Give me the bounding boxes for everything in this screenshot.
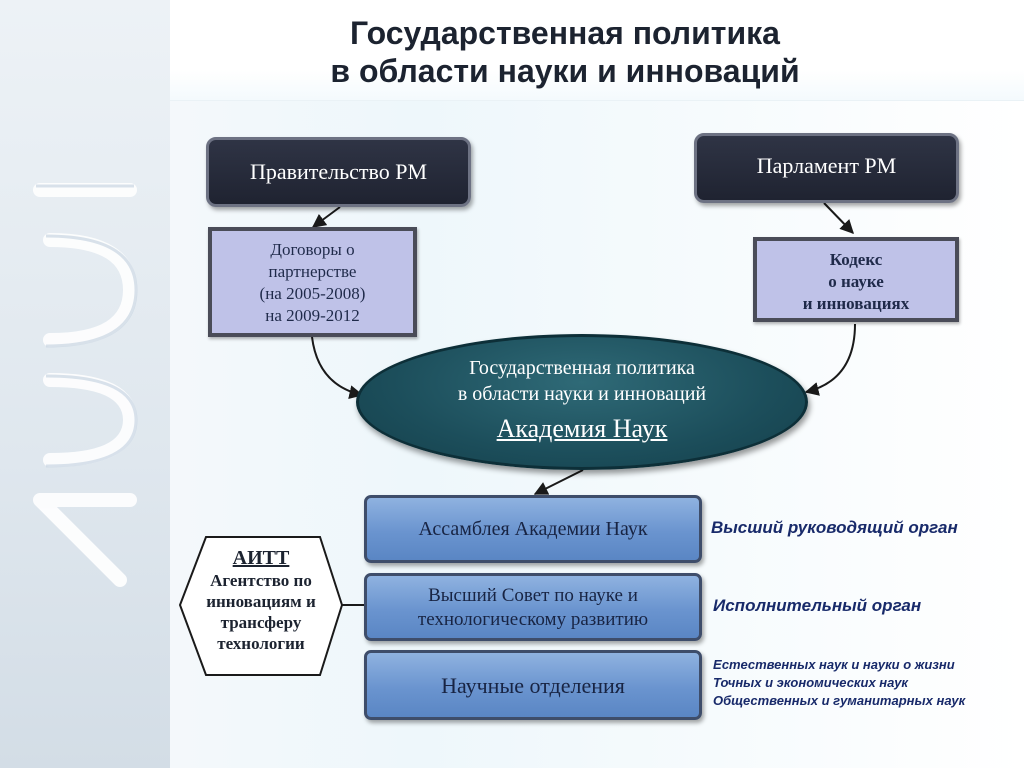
government-label: Правительство РМ <box>249 159 428 184</box>
agreements-box: Договоры о партнерстве (на 2005-2008) на… <box>208 227 417 337</box>
arrow-code-central <box>804 323 856 396</box>
council-line-2: технологическому развитию <box>417 609 649 630</box>
code-line-3: и инновациях <box>802 294 910 313</box>
code-box: Кодекс о науке и инновациях <box>753 237 959 322</box>
departments-label: Научные отделения <box>441 673 625 698</box>
assembly-box: Ассамблея Академии Наук <box>364 495 702 563</box>
government-box: Правительство РМ <box>206 137 471 207</box>
departments-box: Научные отделения <box>364 650 702 720</box>
header-band <box>170 0 1024 101</box>
departments-note-1: Естественных наук и науки о жизни <box>713 657 955 672</box>
title-line-1: Государственная политика <box>350 15 780 51</box>
academy-logo-icon <box>33 183 138 587</box>
arrow-agreements-central <box>311 336 364 400</box>
aitt-line-1: Агентство по <box>210 571 312 590</box>
departments-notes: Естественных наук и науки о жизни Точных… <box>713 656 965 710</box>
departments-note-3: Общественных и гуманитарных наук <box>713 693 966 708</box>
assembly-note: Высший руководящий орган <box>711 518 958 537</box>
agreements-line-4: на 2009-2012 <box>265 306 360 325</box>
page-title: Государственная политика в области науки… <box>170 14 960 90</box>
agreements-line-2: партнерстве <box>268 262 357 281</box>
council-line-1: Высший Совет по науке и <box>428 585 638 606</box>
central-line-1: Государственная политика <box>469 357 695 379</box>
aitt-hexagon <box>178 536 344 676</box>
academy-ellipse: Государственная политика в области науки… <box>356 334 808 470</box>
title-line-2: в области науки и инноваций <box>330 53 800 89</box>
arrow-gov-agreements <box>311 206 341 228</box>
parliament-label: Парламент РМ <box>756 153 897 178</box>
assembly-label: Ассамблея Академии Наук <box>418 518 648 540</box>
departments-note-2: Точных и экономических наук <box>713 675 909 690</box>
aitt-line-3: трансферу <box>220 613 302 632</box>
council-box: Высший Совет по науке и технологическому… <box>364 573 702 641</box>
code-line-1: Кодекс <box>829 250 883 269</box>
aitt-text: АИТТ Агентство по инновациям и трансферу… <box>186 546 336 654</box>
agreements-line-3: (на 2005-2008) <box>259 284 366 303</box>
aitt-line-2: инновациям и <box>206 592 316 611</box>
arrow-central-assembly <box>533 469 584 495</box>
central-line-2: в области науки и инноваций <box>457 383 707 405</box>
aitt-abbr: АИТТ <box>232 547 290 569</box>
agreements-line-1: Договоры о <box>270 240 355 259</box>
arrow-parl-code <box>823 202 854 235</box>
code-line-2: о науке <box>828 272 884 291</box>
aitt-line-4: технологии <box>217 634 305 653</box>
parliament-box: Парламент РМ <box>694 133 959 203</box>
council-note: Исполнительный орган <box>713 596 922 615</box>
central-line-3: Академия Наук <box>496 414 668 443</box>
